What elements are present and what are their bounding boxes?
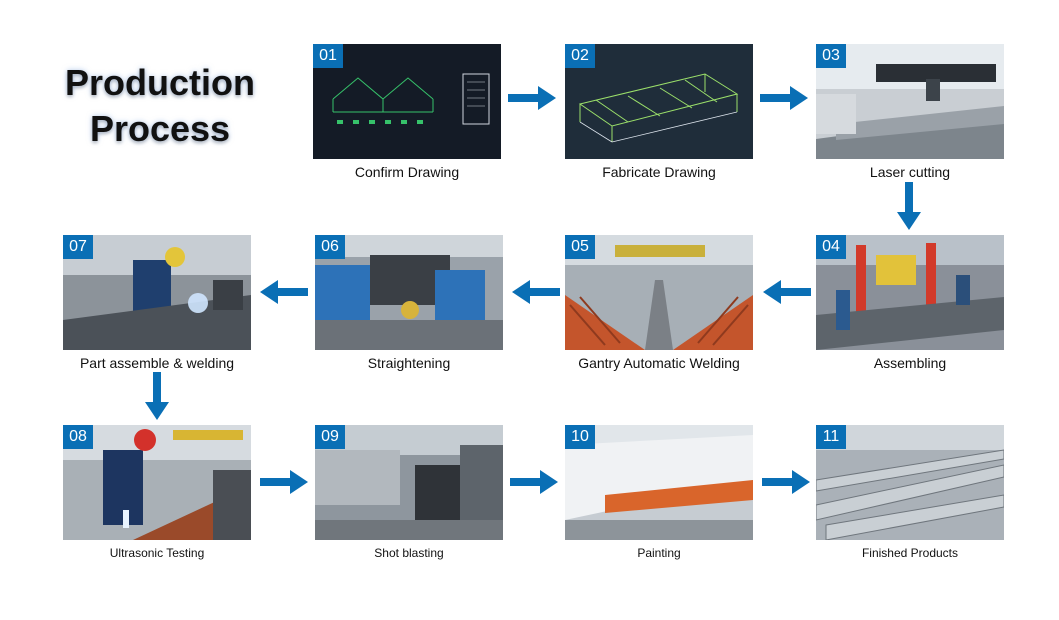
step-label: Painting — [637, 546, 681, 560]
ultrasonic-testing-image: 08 — [63, 425, 251, 540]
step-06: 06 Straightening — [315, 235, 503, 371]
laser-cutting-image: 03 — [816, 44, 1004, 159]
step-05: 05 Gantry Automatic Welding — [565, 235, 753, 371]
arrow-right-icon — [510, 470, 558, 494]
arrow-down-icon — [145, 372, 169, 420]
arrow-right-icon — [760, 86, 808, 110]
step-label: Gantry Automatic Welding — [578, 355, 740, 371]
shot-blasting-image: 09 — [315, 425, 503, 540]
fabricate-drawing-image: 02 — [565, 44, 753, 159]
arrow-right-icon — [260, 470, 308, 494]
arrow-left-icon — [763, 280, 811, 304]
step-label: Shot blasting — [374, 546, 444, 560]
step-number-badge: 10 — [565, 425, 595, 449]
step-number-badge: 02 — [565, 44, 595, 68]
arrow-left-icon — [512, 280, 560, 304]
step-number-badge: 09 — [315, 425, 345, 449]
gantry-welding-image: 05 — [565, 235, 753, 350]
arrow-down-icon — [897, 182, 921, 230]
arrow-left-icon — [260, 280, 308, 304]
step-number-badge: 06 — [315, 235, 345, 259]
step-number-badge: 07 — [63, 235, 93, 259]
step-01: 01 Confirm Drawing — [313, 44, 501, 180]
finished-products-image: 11 — [816, 425, 1004, 540]
arrow-right-icon — [762, 470, 810, 494]
step-number-badge: 08 — [63, 425, 93, 449]
step-label: Confirm Drawing — [354, 164, 460, 180]
title-line-2: Process — [89, 108, 231, 149]
step-11: 11 Finished Products — [816, 425, 1004, 560]
page-title: Production Process — [40, 60, 280, 152]
step-number-badge: 03 — [816, 44, 846, 68]
step-label: Finished Products — [861, 546, 959, 560]
step-03: 03 Laser cutting — [816, 44, 1004, 180]
step-04: 04 Assembling — [816, 235, 1004, 371]
step-07: 07 Part assemble & welding — [63, 235, 251, 371]
step-number-badge: 05 — [565, 235, 595, 259]
step-label: Fabricate Drawing — [602, 164, 716, 180]
step-label: Part assemble & welding — [79, 355, 235, 371]
step-08: 08 Ultrasonic Testing — [63, 425, 251, 560]
step-label: Assembling — [873, 355, 947, 371]
step-09: 09 Shot blasting — [315, 425, 503, 560]
step-number-badge: 11 — [816, 425, 846, 449]
part-welding-image: 07 — [63, 235, 251, 350]
step-10: 10 Painting — [565, 425, 753, 560]
straightening-image: 06 — [315, 235, 503, 350]
step-02: 02 Fabricate Drawing — [565, 44, 753, 180]
painting-image: 10 — [565, 425, 753, 540]
arrow-right-icon — [508, 86, 556, 110]
step-label: Laser cutting — [869, 164, 951, 180]
step-label: Ultrasonic Testing — [109, 546, 205, 560]
confirm-drawing-image: 01 — [313, 44, 501, 159]
step-number-badge: 01 — [313, 44, 343, 68]
title-line-1: Production — [65, 62, 255, 103]
step-label: Straightening — [367, 355, 451, 371]
step-number-badge: 04 — [816, 235, 846, 259]
assembling-image: 04 — [816, 235, 1004, 350]
